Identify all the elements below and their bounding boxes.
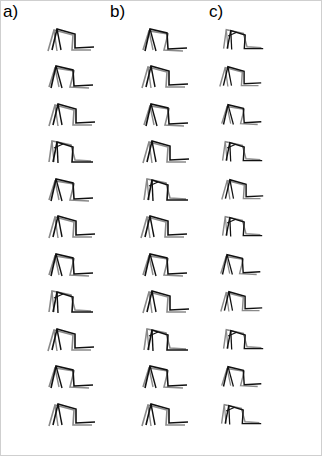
panel-label: c) (209, 3, 223, 20)
panel-label: a) (3, 3, 18, 20)
panel-label: b) (110, 3, 125, 20)
